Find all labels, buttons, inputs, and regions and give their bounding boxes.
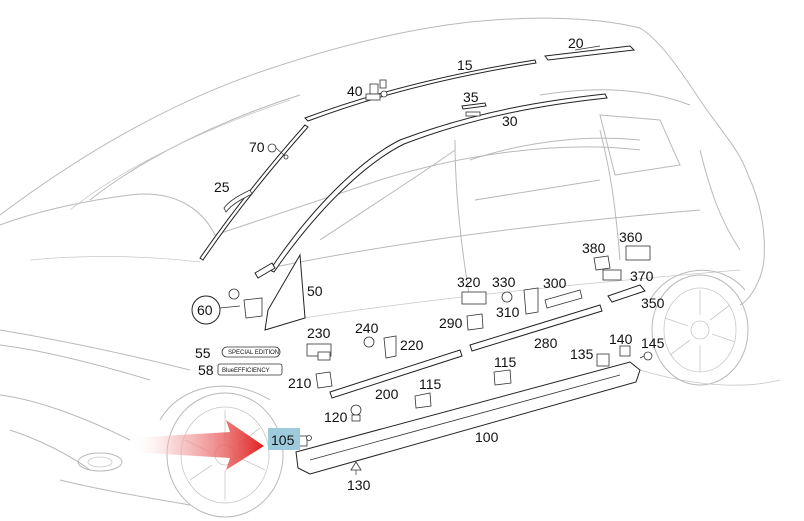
label-115b: 115 [494, 354, 517, 370]
part-135-shape [596, 353, 610, 367]
special-edition-badge-shape [221, 346, 281, 358]
label-58: 58 [198, 362, 214, 378]
part-230-shape [306, 343, 332, 361]
label-330: 330 [492, 274, 516, 290]
label-210: 210 [288, 375, 312, 391]
label-115a: 115 [419, 376, 442, 392]
part-30-shape [269, 93, 608, 273]
part-350-shape [607, 284, 646, 303]
part-50-shape [264, 253, 306, 331]
part-220-shape [383, 335, 397, 359]
part-120-shape [350, 404, 362, 422]
label-55: 55 [195, 345, 211, 361]
label-135: 135 [570, 346, 594, 362]
part-140-shape [619, 345, 631, 357]
blue-efficiency-badge-shape [217, 363, 283, 376]
part-290-shape [466, 313, 484, 331]
label-100: 100 [475, 429, 499, 445]
part-380-shape [593, 255, 611, 271]
label-320: 320 [457, 274, 481, 290]
parts [191, 45, 653, 475]
special-edition-text: SPECIAL EDITION [228, 350, 279, 356]
label-240: 240 [355, 320, 379, 336]
label-30: 30 [502, 113, 518, 129]
part-310-shape [523, 287, 539, 315]
part-210-shape [315, 371, 333, 389]
label-25: 25 [214, 179, 230, 195]
part-370-shape [602, 269, 622, 281]
label-15: 15 [457, 57, 473, 73]
part-330-shape [501, 291, 513, 303]
part-115b-shape [493, 369, 512, 386]
label-145: 145 [641, 335, 665, 351]
part-145-shape [639, 351, 653, 361]
label-35: 35 [463, 89, 479, 105]
label-220: 220 [400, 337, 424, 353]
part-240-shape [363, 336, 375, 348]
label-120: 120 [324, 409, 348, 425]
label-105: 105 [271, 432, 295, 448]
label-60: 60 [197, 302, 213, 318]
label-310: 310 [496, 304, 520, 320]
red-arrow [130, 420, 264, 470]
part-100-shape [295, 361, 641, 475]
label-230: 230 [307, 325, 331, 341]
part-115a-shape [414, 392, 432, 409]
label-350: 350 [641, 295, 665, 311]
label-70: 70 [249, 139, 265, 155]
label-130: 130 [347, 477, 371, 493]
label-200: 200 [375, 386, 399, 402]
label-370: 370 [630, 268, 654, 284]
part-300-shape [544, 289, 583, 309]
part-labels: 20 15 40 35 30 70 25 50 60 230 240 220 5… [195, 35, 665, 493]
label-300: 300 [543, 275, 567, 291]
label-40: 40 [347, 83, 363, 99]
part-35-shape [461, 102, 487, 110]
label-380: 380 [582, 240, 606, 256]
blue-efficiency-text: BlueEFFICIENCY [222, 368, 270, 374]
label-50: 50 [307, 283, 323, 299]
label-20: 20 [568, 35, 584, 51]
highlight-box [268, 428, 300, 450]
part-40-shape [365, 79, 388, 101]
part-25-shape [223, 189, 253, 213]
part-105-shape [298, 435, 312, 447]
part-20-shape [544, 45, 636, 61]
part-280-shape [469, 304, 603, 352]
part-320-shape [461, 291, 487, 305]
part-200-shape [329, 349, 463, 399]
label-140: 140 [609, 331, 633, 347]
part-360-shape [625, 245, 651, 261]
label-280: 280 [534, 335, 558, 351]
part-70-shape [267, 143, 289, 160]
label-290: 290 [439, 315, 463, 331]
label-360: 360 [619, 229, 643, 245]
part-130-shape [350, 461, 362, 475]
